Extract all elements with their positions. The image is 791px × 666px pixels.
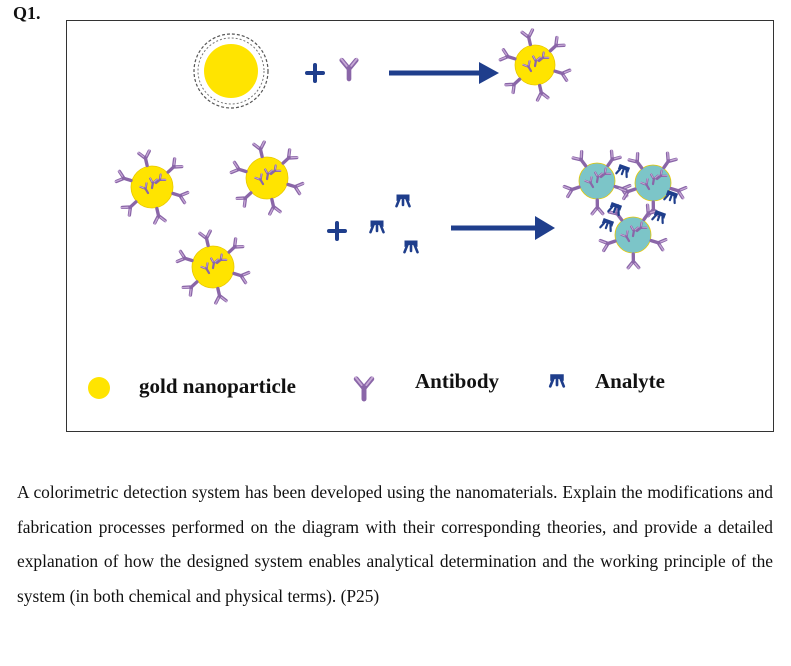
antibody-icon [210,285,229,306]
gold-nanoparticle-legend-icon [88,377,110,399]
antibody-icon [519,27,538,48]
coated-gold-nanoparticle [193,33,269,109]
antibody-icon [532,82,551,103]
antibody-conjugated-nanoparticle [113,148,191,226]
antibody-icon [149,205,168,226]
antibody-conjugated-nanoparticle [174,228,252,306]
antibody-icon [174,248,196,268]
analyte-icon [395,193,411,208]
diagram-canvas [88,27,689,431]
aggregated-nanoparticle-cluster [561,148,689,271]
legend [88,372,566,399]
antibody-icon [230,266,252,286]
analyte-icon [369,219,385,234]
legend-label-gold-nanoparticle: gold nanoparticle [139,374,296,398]
antibody-icon [284,177,306,197]
legend-label-antibody: Antibody [415,369,500,393]
antibody-icon [497,47,519,66]
analyte-legend-icon [548,372,566,388]
question-number: Q1. [13,3,41,23]
analyte-icon [615,162,632,179]
legend-label-analyte: Analyte [595,369,665,393]
plus-icon [327,221,347,241]
antibody-icon [597,233,619,254]
antibody-icon [264,196,283,217]
antibody-conjugated-nanoparticle [228,139,306,217]
antibody-icon [197,228,216,249]
antibody-legend-icon [355,377,372,399]
antibody-conjugated-nanoparticle [497,27,573,103]
question-text: A colorimetric detection system has been… [17,482,773,606]
antibody-icon [136,148,155,169]
antibody-icon [228,159,250,179]
antibody-icon [551,64,573,83]
gold-nanoparticle-core [204,44,258,98]
arrow-icon [451,216,555,240]
antibody-icon [589,198,605,217]
antibody-icon [341,59,357,79]
antibody-icon [113,168,135,188]
arrow-icon [389,62,499,84]
antibody-icon [251,139,270,160]
antibody-icon [647,233,669,253]
analyte-icon [403,239,419,254]
plus-icon [305,63,325,83]
antibody-icon [169,186,191,206]
antibody-icon [561,179,583,200]
analyte-icon [599,216,616,233]
antibody-icon [625,252,641,271]
diagram-figure: gold nanoparticle Antibody Analyte [66,20,774,432]
